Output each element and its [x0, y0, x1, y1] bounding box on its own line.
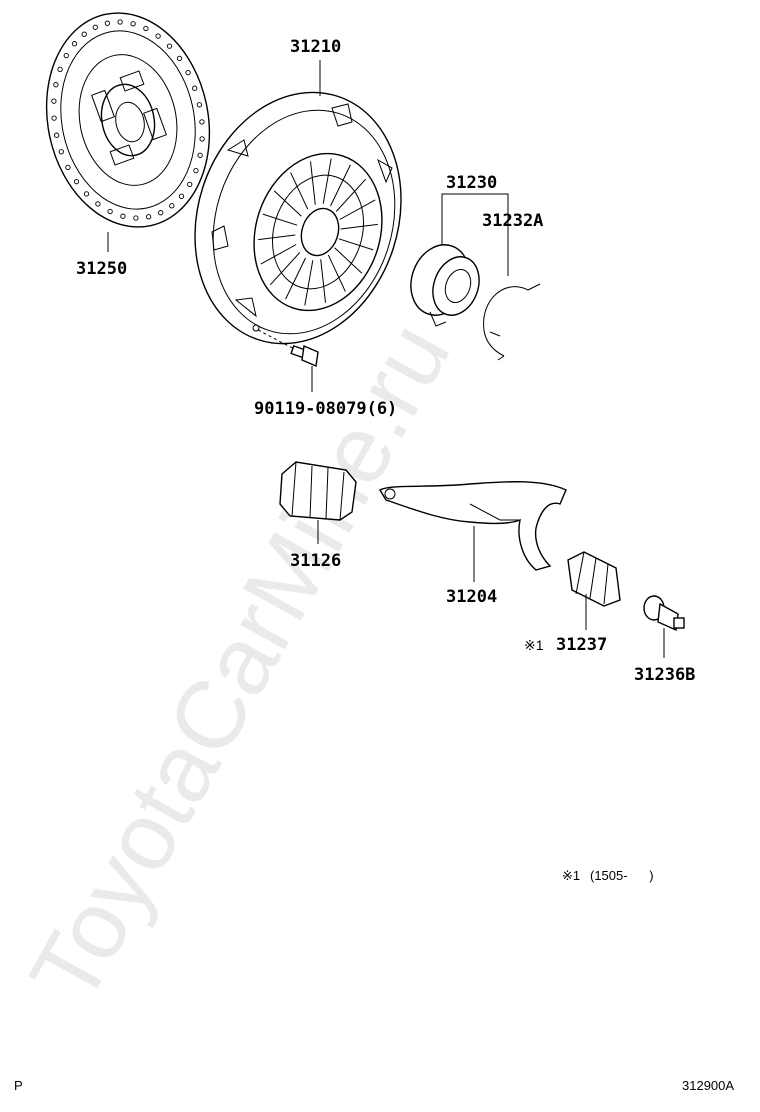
disc-rivet: [107, 208, 113, 215]
spring-finger: [262, 213, 298, 226]
spring-finger: [338, 238, 374, 251]
spring-finger: [334, 247, 363, 274]
disc-rivet: [145, 214, 152, 220]
spring-finger: [310, 161, 316, 205]
release-bearing-illustration: [410, 244, 480, 327]
release-fork-illustration: [379, 481, 567, 571]
disc-rivet: [104, 20, 111, 26]
disc-rivet: [92, 24, 98, 30]
disc-rivet: [169, 203, 175, 209]
spring-finger: [340, 223, 378, 230]
disc-rivet: [63, 52, 69, 59]
bolt-guide-line: [257, 329, 301, 353]
label-bolt: 90119-08079(6): [254, 399, 397, 419]
label-31237-mark: ※1: [524, 637, 544, 653]
disc-rivet: [196, 102, 203, 108]
label-31232A: 31232A: [482, 211, 543, 231]
corner-left-code: P: [14, 1078, 23, 1093]
spring-finger: [260, 244, 297, 265]
label-31250: 31250: [76, 259, 127, 279]
disc-rivet: [73, 178, 80, 185]
spring-finger: [320, 259, 326, 303]
spring-finger: [335, 178, 367, 212]
disc-rivet: [158, 210, 164, 216]
disc-rivet: [51, 115, 57, 121]
disc-rivet: [53, 132, 60, 138]
disc-rivet: [83, 191, 90, 197]
spring-finger: [290, 172, 309, 210]
disc-rivet: [133, 215, 139, 221]
disc-rivet: [193, 167, 199, 174]
hub-clip-illustration: [483, 283, 541, 361]
spring-finger: [258, 234, 296, 241]
disc-rivet: [95, 201, 101, 207]
disc-rivet: [155, 33, 161, 39]
disc-rivet: [185, 69, 191, 76]
disc-rivet: [199, 119, 205, 125]
label-31210: 31210: [290, 37, 341, 57]
disc-rivet: [130, 21, 136, 27]
diagram-code: 312900A: [682, 1078, 734, 1093]
bolt-illustration: [290, 344, 319, 368]
disc-rivet: [117, 19, 123, 25]
footnote-mark: ※1: [562, 868, 580, 883]
disc-rivet: [51, 98, 57, 104]
bracket-31230: [441, 193, 509, 202]
ball-stud-illustration: [643, 595, 685, 632]
label-31230: 31230: [446, 173, 497, 193]
spring-finger: [304, 260, 314, 306]
disc-rivet: [53, 82, 59, 88]
watermark: ToyotaCarMine.ru: [10, 306, 471, 1021]
footnote-text: (1505- ): [590, 868, 654, 883]
spring-finger: [285, 257, 306, 300]
label-31204: 31204: [446, 587, 497, 607]
spring-finger: [322, 158, 332, 204]
spring-finger: [330, 164, 351, 207]
disc-rivet: [192, 85, 198, 91]
disc-rivet: [187, 181, 193, 188]
spring-finger: [273, 190, 302, 217]
disc-rivet: [178, 193, 185, 199]
disc-rivet: [65, 164, 71, 171]
label-31236B: 31236B: [634, 665, 695, 685]
label-31237: 31237: [556, 635, 607, 655]
disc-rivet: [197, 152, 203, 158]
spring-finger: [339, 199, 376, 220]
spring-finger: [269, 252, 301, 286]
disc-rivet: [120, 213, 126, 219]
label-31126: 31126: [290, 551, 341, 571]
spring-finger: [327, 254, 346, 292]
disc-rivet: [71, 41, 78, 47]
boot-illustration: [279, 461, 357, 521]
clutch-disc-illustration: [45, 12, 211, 228]
disc-rivet: [57, 66, 63, 73]
disc-rivet: [58, 149, 64, 155]
clutch-cover-illustration: [194, 91, 402, 345]
disc-rivet: [143, 25, 149, 32]
disc-rivet: [176, 55, 183, 62]
disc-rivet: [166, 43, 173, 49]
disc-rivet: [199, 136, 205, 142]
fork-boot-illustration: [567, 551, 621, 607]
disc-rivet: [81, 31, 87, 37]
